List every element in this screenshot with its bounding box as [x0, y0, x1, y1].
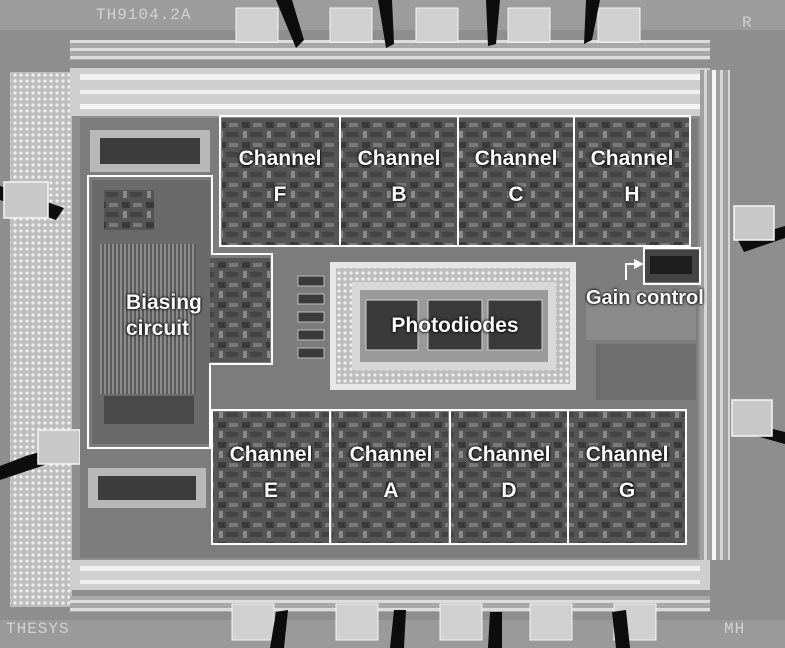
- label-channel-h: Channel H: [572, 147, 692, 207]
- label-channel-a: Channel A: [331, 443, 451, 503]
- label-channel-e: Channel E: [211, 443, 331, 503]
- channel-f-line2: F: [273, 183, 287, 207]
- biasing-line2: circuit: [126, 317, 190, 341]
- channel-h-line2: H: [624, 183, 640, 207]
- label-channel-c: Channel C: [456, 147, 576, 207]
- label-gain-control: Gain control: [586, 287, 704, 309]
- corner-mark-tl: THESYS: [6, 620, 70, 638]
- label-channel-f: Channel F: [220, 147, 340, 207]
- label-channel-g: Channel G: [567, 443, 687, 503]
- corner-mark-tr: R: [742, 14, 753, 32]
- channel-a-line2: A: [383, 479, 399, 503]
- channel-b-line2: B: [391, 183, 407, 207]
- die-marking: TH9104.2A: [96, 6, 192, 24]
- corner-mark-br: MH: [724, 620, 746, 638]
- channel-b-line1: Channel: [357, 147, 441, 170]
- channel-h-line1: Channel: [590, 147, 674, 170]
- label-channel-b: Channel B: [339, 147, 459, 207]
- label-photodiodes: Photodiodes: [391, 314, 519, 337]
- channel-d-line1: Channel: [467, 443, 551, 466]
- channel-g-line2: G: [618, 479, 636, 503]
- channel-c-line2: C: [508, 183, 524, 207]
- biasing-line1: Biasing: [126, 291, 202, 314]
- channel-f-line1: Channel: [238, 147, 322, 170]
- label-channel-d: Channel D: [449, 443, 569, 503]
- channel-e-line2: E: [263, 479, 278, 503]
- channel-d-line2: D: [501, 479, 517, 503]
- channel-e-line1: Channel: [229, 443, 313, 466]
- channel-c-line1: Channel: [474, 147, 558, 170]
- label-biasing-circuit: Biasing circuit: [126, 290, 202, 343]
- channel-g-line1: Channel: [585, 443, 669, 466]
- channel-a-line1: Channel: [349, 443, 433, 466]
